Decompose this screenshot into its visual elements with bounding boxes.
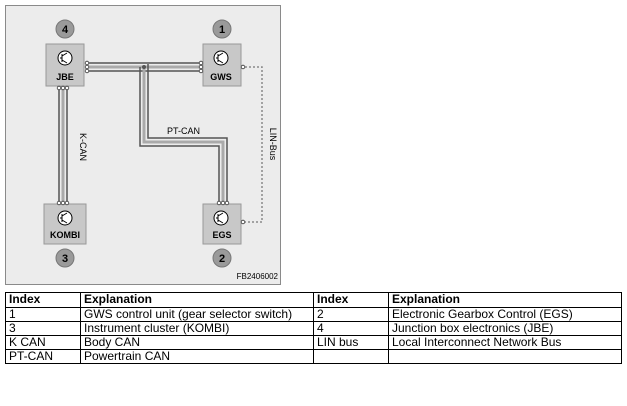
header-explanation: Explanation bbox=[388, 292, 622, 308]
figure-id: FB2406002 bbox=[237, 272, 279, 281]
cell-index: 3 bbox=[5, 321, 81, 336]
k-can-line bbox=[58, 87, 68, 204]
cell-index: LIN bus bbox=[313, 335, 389, 350]
transistor-icon bbox=[213, 50, 229, 66]
svg-text:3: 3 bbox=[62, 253, 68, 265]
node-label-gws: GWS bbox=[210, 72, 232, 82]
node-label-kombi: KOMBI bbox=[50, 230, 80, 240]
header-explanation: Explanation bbox=[80, 292, 314, 308]
badge-1: 1 bbox=[212, 19, 232, 39]
header-index: Index bbox=[313, 292, 389, 308]
cell-explanation: Body CAN bbox=[80, 335, 314, 350]
table-row: PT-CAN Powertrain CAN bbox=[5, 349, 622, 364]
transistor-icon bbox=[213, 210, 229, 226]
table-row: 3 Instrument cluster (KOMBI) 4 Junction … bbox=[5, 321, 622, 336]
legend-table: Index Explanation Index Explanation 1 GW… bbox=[5, 292, 622, 364]
table-header-row: Index Explanation Index Explanation bbox=[5, 292, 622, 308]
header-index: Index bbox=[5, 292, 81, 308]
pt-can-line bbox=[139, 64, 228, 204]
bus-diagram: JBE GWS KOMBI bbox=[5, 5, 281, 285]
pt-can-label: PT-CAN bbox=[167, 126, 200, 136]
table-row: K CAN Body CAN LIN bus Local Interconnec… bbox=[5, 335, 622, 350]
cell-index: PT-CAN bbox=[5, 349, 81, 364]
cell-explanation: GWS control unit (gear selector switch) bbox=[80, 307, 314, 322]
badge-2: 2 bbox=[212, 248, 232, 268]
svg-text:4: 4 bbox=[62, 24, 69, 36]
node-egs: EGS bbox=[202, 200, 246, 245]
cell-index: 4 bbox=[313, 321, 389, 336]
cell-index: 2 bbox=[313, 307, 389, 322]
badge-4: 4 bbox=[55, 19, 75, 39]
node-jbe: JBE bbox=[45, 43, 90, 91]
cell-index: K CAN bbox=[5, 335, 81, 350]
node-label-jbe: JBE bbox=[56, 72, 74, 82]
transistor-icon bbox=[57, 50, 73, 66]
cell-explanation: Instrument cluster (KOMBI) bbox=[80, 321, 314, 336]
cell-explanation: Powertrain CAN bbox=[80, 349, 314, 364]
cell-explanation: Electronic Gearbox Control (EGS) bbox=[388, 307, 622, 322]
lin-bus-label: LIN-Bus bbox=[268, 128, 278, 161]
cell-index bbox=[313, 349, 389, 364]
cell-explanation bbox=[388, 349, 622, 364]
node-gws: GWS bbox=[198, 43, 246, 87]
node-kombi: KOMBI bbox=[43, 200, 87, 245]
table-row: 1 GWS control unit (gear selector switch… bbox=[5, 307, 622, 322]
cell-index: 1 bbox=[5, 307, 81, 322]
cell-explanation: Local Interconnect Network Bus bbox=[388, 335, 622, 350]
transistor-icon bbox=[57, 210, 73, 226]
cell-explanation: Junction box electronics (JBE) bbox=[388, 321, 622, 336]
badge-3: 3 bbox=[55, 248, 75, 268]
k-can-label: K-CAN bbox=[78, 133, 88, 161]
svg-text:1: 1 bbox=[219, 24, 225, 36]
svg-text:2: 2 bbox=[219, 253, 225, 265]
node-label-egs: EGS bbox=[212, 230, 231, 240]
